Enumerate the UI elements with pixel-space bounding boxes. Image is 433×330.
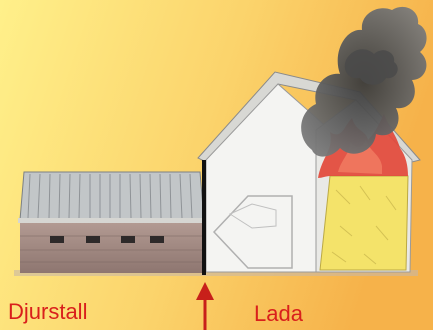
stable-window [86, 236, 100, 243]
animal-stable-building [18, 172, 206, 273]
barn-hay [320, 176, 408, 270]
stable-eave [18, 218, 206, 223]
stable-window [50, 236, 64, 243]
barn-label: Lada [254, 303, 303, 325]
stable-window [121, 236, 135, 243]
stable-window [150, 236, 164, 243]
stable-roof [20, 172, 204, 220]
stable-wall [20, 223, 204, 273]
animal-stable-label: Djurstall [8, 301, 87, 323]
